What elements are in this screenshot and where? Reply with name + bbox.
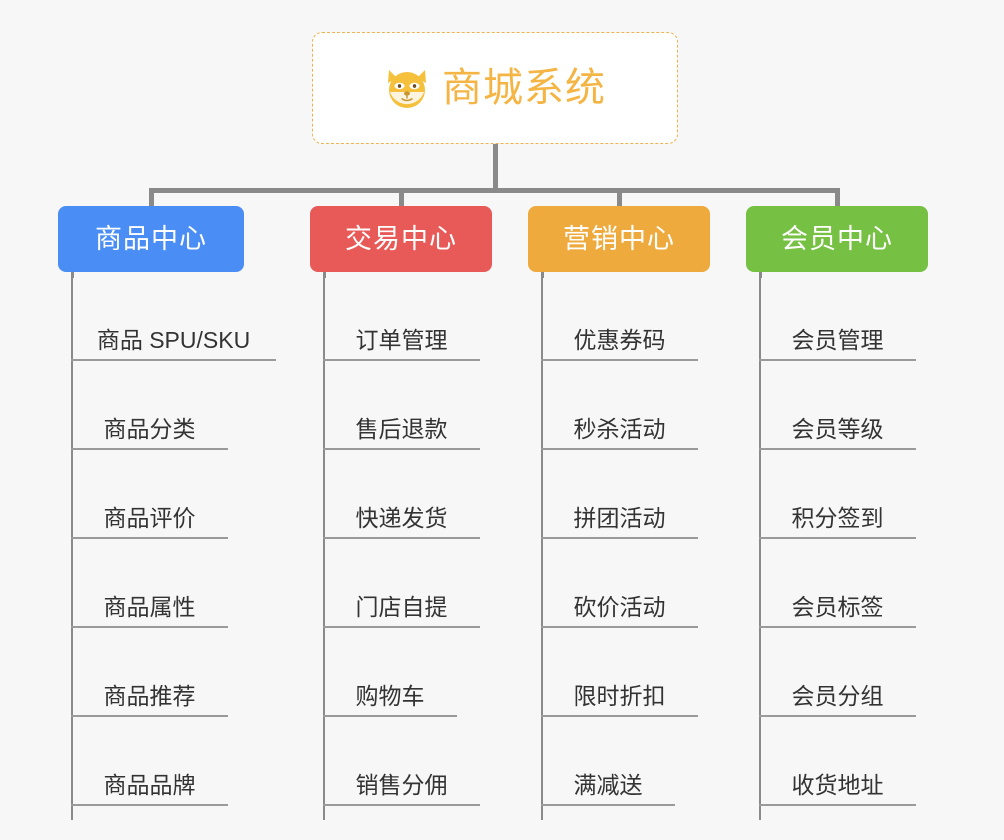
category-box-0[interactable]: 商品中心 (58, 206, 244, 272)
leaf-label: 会员分组 (791, 682, 884, 709)
connector-drop-3 (617, 188, 622, 208)
leaf-item[interactable]: 销售分佣 (323, 717, 480, 806)
leaf-item[interactable]: 砍价活动 (541, 539, 698, 628)
leaf-item[interactable]: 商品属性 (71, 539, 228, 628)
column-spine-3 (759, 272, 761, 820)
connector-drop-1 (149, 188, 154, 208)
leaf-label: 收货地址 (791, 771, 884, 798)
root-node-mall-system[interactable]: 商城系统 (312, 32, 678, 144)
leaf-item[interactable]: 会员等级 (759, 361, 916, 450)
leaf-item[interactable]: 订单管理 (323, 272, 480, 361)
leaf-label: 商品推荐 (103, 682, 196, 709)
leaf-label: 销售分佣 (355, 771, 448, 798)
leaf-item[interactable]: 门店自提 (323, 539, 480, 628)
leaf-label: 商品属性 (103, 593, 196, 620)
leaf-column-3: 会员管理 会员等级 积分签到 会员标签 会员分组 收货地址 (759, 272, 916, 820)
category-label-0: 商品中心 (95, 223, 207, 254)
leaf-label: 会员标签 (791, 593, 884, 620)
leaf-label: 会员管理 (791, 326, 884, 353)
leaf-label: 砍价活动 (573, 593, 666, 620)
leaf-label: 售后退款 (355, 415, 448, 442)
leaf-item[interactable]: 优惠券码 (541, 272, 698, 361)
leaf-label: 商品评价 (103, 504, 196, 531)
leaf-label: 门店自提 (355, 593, 448, 620)
leaf-label: 拼团活动 (573, 504, 666, 531)
leaf-label: 满减送 (573, 771, 643, 798)
leaf-item[interactable]: 商品分类 (71, 361, 228, 450)
leaf-label: 积分签到 (791, 504, 884, 531)
category-label-2: 营销中心 (563, 223, 675, 254)
leaf-item[interactable]: 快递发货 (323, 450, 480, 539)
column-spine-2 (541, 272, 543, 820)
category-box-1[interactable]: 交易中心 (310, 206, 492, 272)
leaf-item[interactable]: 秒杀活动 (541, 361, 698, 450)
category-box-2[interactable]: 营销中心 (528, 206, 710, 272)
leaf-item[interactable]: 商品 SPU/SKU (71, 272, 276, 361)
leaf-item[interactable]: 会员管理 (759, 272, 916, 361)
leaf-label: 限时折扣 (573, 682, 666, 709)
leaf-column-2: 优惠券码 秒杀活动 拼团活动 砍价活动 限时折扣 满减送 (541, 272, 698, 820)
category-label-1: 交易中心 (345, 223, 457, 254)
leaf-item[interactable]: 收货地址 (759, 717, 916, 806)
leaf-label: 商品 SPU/SKU (96, 326, 251, 353)
leaf-item[interactable]: 限时折扣 (541, 628, 698, 717)
connector-root-stem (493, 144, 498, 192)
connector-drop-4 (835, 188, 840, 208)
leaf-item[interactable]: 购物车 (323, 628, 457, 717)
leaf-label: 商品分类 (103, 415, 196, 442)
leaf-label: 优惠券码 (573, 326, 666, 353)
leaf-item[interactable]: 商品推荐 (71, 628, 228, 717)
category-label-3: 会员中心 (781, 223, 893, 254)
connector-drop-2 (399, 188, 404, 208)
column-spine-0 (71, 272, 73, 820)
leaf-label: 秒杀活动 (573, 415, 666, 442)
leaf-column-1: 订单管理 售后退款 快递发货 门店自提 购物车 销售分佣 (323, 272, 480, 820)
leaf-label: 快递发货 (355, 504, 448, 531)
shiba-dog-icon (384, 66, 430, 110)
leaf-item[interactable]: 拼团活动 (541, 450, 698, 539)
leaf-item[interactable]: 会员分组 (759, 628, 916, 717)
leaf-label: 订单管理 (355, 326, 448, 353)
leaf-item[interactable]: 商品评价 (71, 450, 228, 539)
column-spine-1 (323, 272, 325, 820)
category-box-3[interactable]: 会员中心 (746, 206, 928, 272)
connector-horizontal-bus (149, 188, 840, 193)
leaf-label: 商品品牌 (103, 771, 196, 798)
leaf-item[interactable]: 积分签到 (759, 450, 916, 539)
leaf-item[interactable]: 商品品牌 (71, 717, 228, 806)
leaf-item[interactable]: 售后退款 (323, 361, 480, 450)
leaf-column-0: 商品 SPU/SKU 商品分类 商品评价 商品属性 商品推荐 商品品牌 (71, 272, 276, 820)
leaf-item[interactable]: 会员标签 (759, 539, 916, 628)
root-node-title: 商城系统 (442, 66, 606, 110)
leaf-item[interactable]: 满减送 (541, 717, 675, 806)
leaf-label: 会员等级 (791, 415, 884, 442)
leaf-label: 购物车 (355, 682, 425, 709)
